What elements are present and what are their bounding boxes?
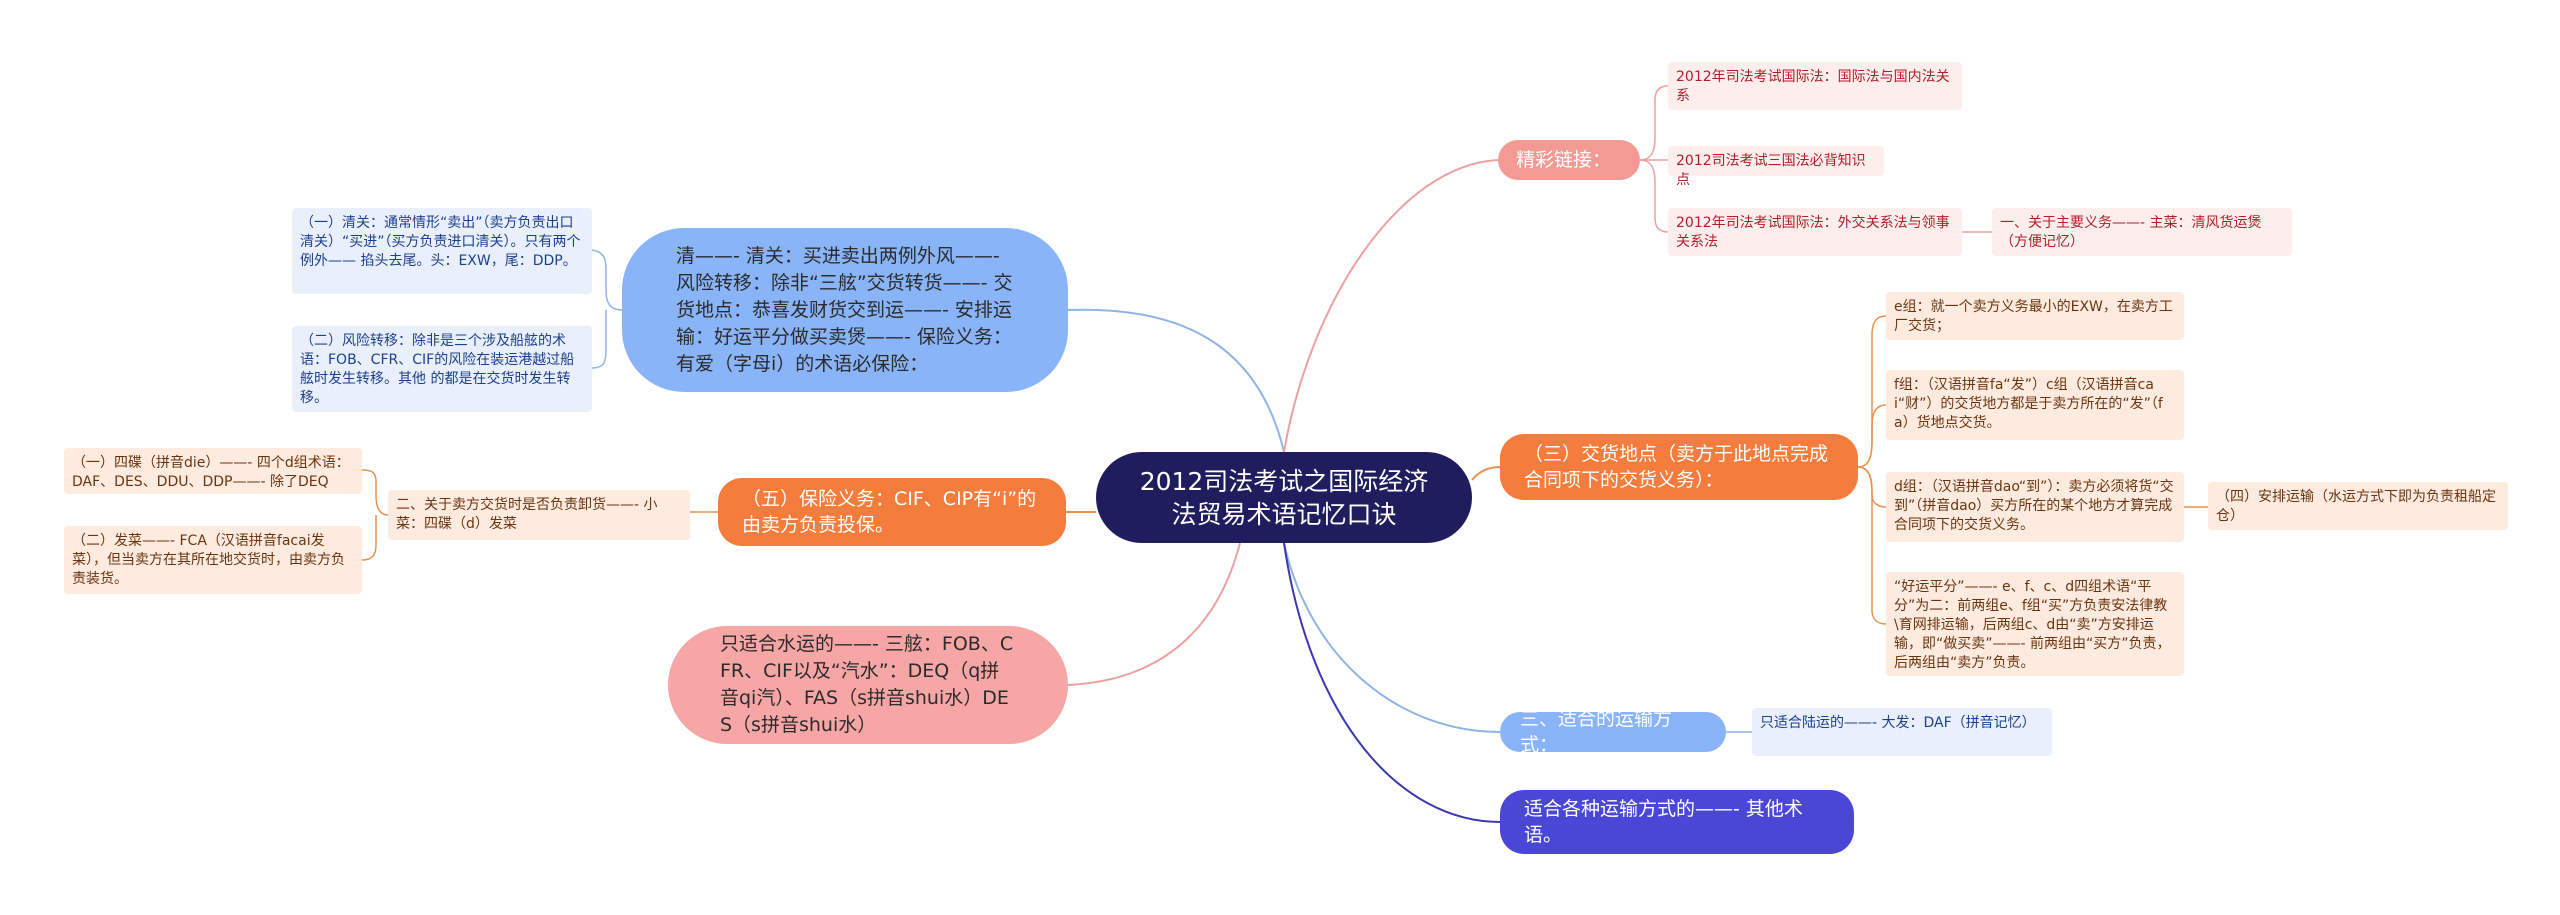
leaf-land-only[interactable]: 只适合陆运的——- 大发：DAF（拼音记忆） xyxy=(1752,708,2052,756)
branch-transport-modes[interactable]: 三、适合的运输方式： xyxy=(1500,708,1726,756)
link-central-qita xyxy=(1283,542,1501,823)
link-central-jiaohuo xyxy=(1471,466,1501,481)
link-central-shuiyun xyxy=(1067,542,1241,686)
branch-all-modes[interactable]: 适合各种运输方式的——- 其他术语。 xyxy=(1500,790,1854,854)
branch-qing-mnemonic[interactable]: 清——- 清关：买进卖出两例外风——- 风险转移：除非“三舷”交货转货——- 交… xyxy=(622,228,1068,392)
link-central-qing xyxy=(1067,308,1285,453)
leaf-transport-split[interactable]: “好运平分”——- e、f、c、d四组术语“平分”为二：前两组e、f组“买”方负… xyxy=(1886,572,2184,676)
leaf-unloading[interactable]: 二、关于卖方交货时是否负责卸货——- 小菜：四碟（d）发菜 xyxy=(388,490,690,540)
leaf-customs-clearance[interactable]: （一）清关：通常情形“卖出”（卖方负责出口清关）“买进”（买方负责进口清关）。只… xyxy=(292,208,592,294)
leaf-arrange-transport[interactable]: （四）安排运输（水运方式下即为负责租船定仓） xyxy=(2208,482,2508,530)
leaf-e-group[interactable]: e组：就一个卖方义务最小的EXW，在卖方工厂交货； xyxy=(1886,292,2184,340)
leaf-link-three-laws[interactable]: 2012司法考试三国法必背知识点 xyxy=(1668,146,1884,188)
leaf-f-c-group[interactable]: f组：（汉语拼音fa“发”）c组（汉语拼音cai“财”）的交货地方都是于卖方所在… xyxy=(1886,370,2184,440)
leaf-risk-transfer[interactable]: （二）风险转移：除非是三个涉及船舷的术语：FOB、CFR、CIF的风险在装运港越… xyxy=(292,326,592,412)
leaf-link-international-law[interactable]: 2012年司法考试国际法：国际法与国内法关系 xyxy=(1668,62,1962,110)
leaf-four-d-terms[interactable]: （一）四碟（拼音die）——- 四个d组术语：DAF、DES、DDU、DDP——… xyxy=(64,448,362,494)
branch-featured-links[interactable]: 精彩链接： xyxy=(1498,140,1640,180)
branch-water-transport[interactable]: 只适合水运的——- 三舷：FOB、CFR、CIF以及“汽水”：DEQ（q拼音qi… xyxy=(668,626,1068,744)
leaf-link-diplomatic-law[interactable]: 2012年司法考试国际法：外交关系法与领事关系法 xyxy=(1668,208,1962,256)
branch-insurance-obligation[interactable]: （五）保险义务：CIF、CIP有“i”的由卖方负责投保。 xyxy=(718,478,1066,546)
branch-delivery-place[interactable]: （三）交货地点（卖方于此地点完成合同项下的交货义务）： xyxy=(1500,434,1858,500)
link-central-jingcai xyxy=(1283,159,1499,453)
link-central-yunshu xyxy=(1283,542,1501,733)
leaf-main-obligation[interactable]: 一、关于主要义务——- 主菜：清风货运煲（方便记忆） xyxy=(1992,208,2292,256)
leaf-fca-facai[interactable]: （二）发菜——- FCA（汉语拼音facai发菜），但当卖方在其所在地交货时，由… xyxy=(64,526,362,594)
leaf-d-group[interactable]: d组：（汉语拼音dao“到”）：卖方必须将货“交到”（拼音dao）买方所在的某个… xyxy=(1886,472,2184,542)
central-topic[interactable]: 2012司法考试之国际经济法贸易术语记忆口诀 xyxy=(1096,452,1472,543)
